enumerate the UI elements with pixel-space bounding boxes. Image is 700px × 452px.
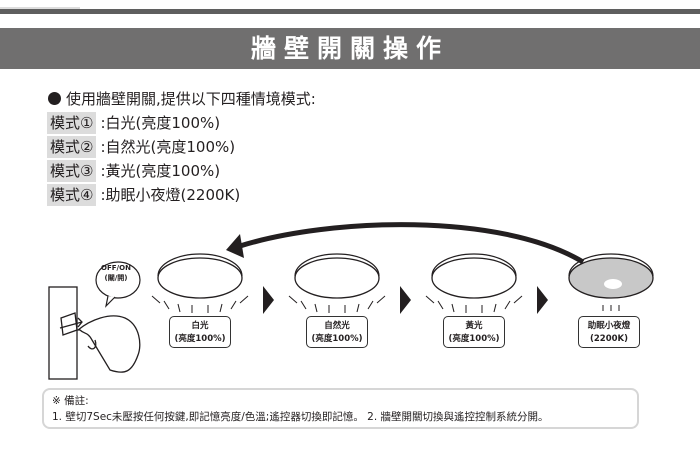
next-arrow-icon [263,286,274,314]
ceiling-lamp-icon [151,253,249,313]
bullet-icon [48,92,61,105]
lamp-label-natural: 自然光 (亮度100%) [306,316,368,348]
speech-bubble-icon [95,261,141,308]
mode-3: 模式③:黃光(亮度100%) [47,160,220,182]
mode-4: 模式④:助眠小夜燈(2200K) [47,184,240,206]
lamp-label-yellow: 黃光 (亮度100%) [443,316,505,348]
bubble-line-1: OFF/ON [101,264,131,272]
wall-switch-icon [48,286,141,380]
bubble-line-2: (關/開) [104,274,128,282]
intro-line: 使用牆壁開關,提供以下四種情境模式: [48,88,316,109]
page-title: 牆壁開關操作 [0,28,700,69]
top-rule [0,9,700,14]
mode-text: :助眠小夜燈(2200K) [100,186,241,204]
mode-2: 模式②:自然光(亮度100%) [47,136,235,158]
lamp-label-line: 自然光 [324,321,350,331]
cycle-arrow-icon [239,222,585,265]
mode-tag: 模式④ [47,184,97,206]
cycle-arrowhead-icon [226,234,244,258]
lamp-label-nightlight: 助眠小夜燈 (2200K) [578,316,640,348]
note-text: 1. 壁切7Sec未壓按任何按鍵,即記憶亮度/色溫;遙控器切換即記憶。 2. 牆… [52,411,549,423]
nightlight-lamp-icon [568,253,654,311]
mode-1: 模式①:白光(亮度100%) [47,112,220,134]
note-heading: ※ 備註: [52,395,89,407]
top-rule-light [0,7,80,9]
mode-cycle-diagram [48,222,654,380]
mode-text: :白光(亮度100%) [100,114,221,132]
lamp-label-line: (2200K) [589,334,628,344]
intro-text: 使用牆壁開關,提供以下四種情境模式: [66,90,316,108]
lamp-label-white: 白光 (亮度100%) [169,316,231,348]
switch-bubble-text: OFF/ON (關/開) [96,263,136,283]
lamp-label-line: 助眠小夜燈 [587,321,631,331]
lamp-label-line: (亮度100%) [174,334,226,344]
lamp-label-line: 黃光 [465,321,483,331]
ceiling-lamp-icon [425,253,523,313]
mode-tag: 模式② [47,136,97,158]
lamp-label-line: 白光 [191,321,209,331]
lamp-label-line: (亮度100%) [311,334,363,344]
lamp-label-line: (亮度100%) [448,334,500,344]
mode-tag: 模式③ [47,160,97,182]
next-arrow-icon [400,286,411,314]
note-box: ※ 備註: 1. 壁切7Sec未壓按任何按鍵,即記憶亮度/色溫;遙控器切換即記憶… [42,388,639,429]
mode-tag: 模式① [47,112,97,134]
mode-text: :黃光(亮度100%) [100,162,221,180]
mode-text: :自然光(亮度100%) [100,138,236,156]
ceiling-lamp-icon [288,253,386,313]
next-arrow-icon [537,286,548,314]
